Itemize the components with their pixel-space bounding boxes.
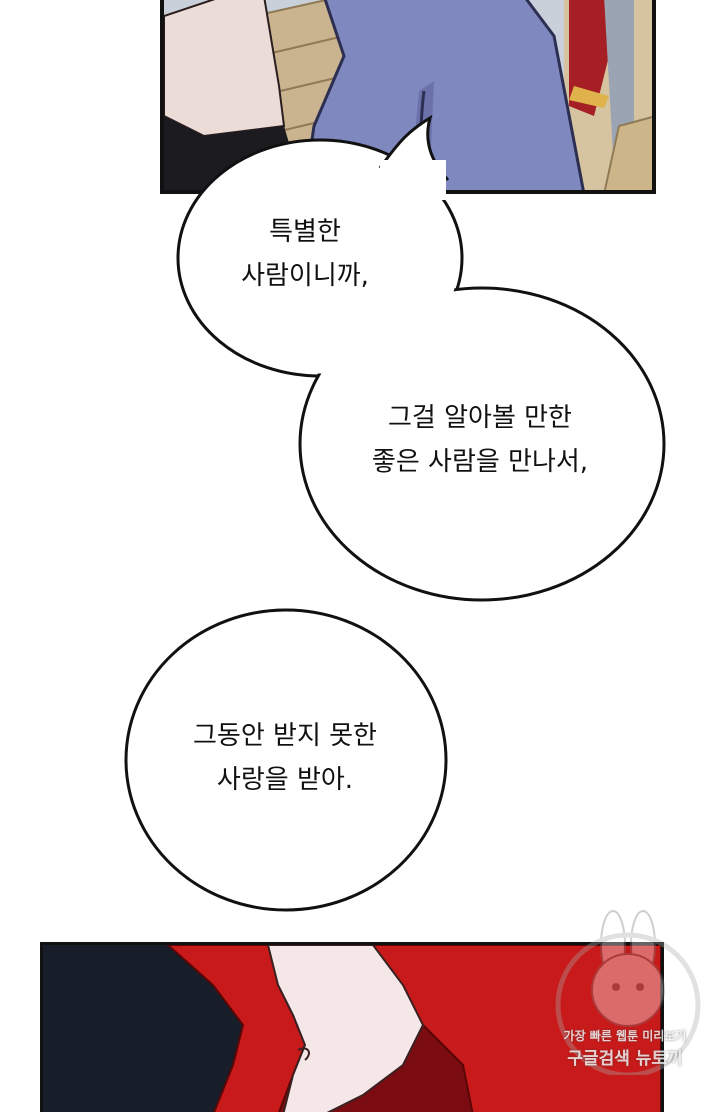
speech-line: 사랑을 받아. xyxy=(216,765,354,795)
top-panel-illustration xyxy=(164,0,652,190)
bookshelf xyxy=(564,0,652,190)
blue-coat-figure xyxy=(303,0,585,190)
speech-text-3: 그동안 받지 못한 사랑을 받아. xyxy=(130,714,440,802)
speech-line: 그동안 받지 못한 xyxy=(193,721,377,751)
bottom-comic-panel xyxy=(40,942,664,1112)
watermark-text-line2: 구글검색 뉴토끼 xyxy=(567,1049,683,1069)
speech-line: 사람이니까, xyxy=(241,261,369,291)
bunny-watermark-logo xyxy=(555,910,701,1075)
speech-text-1: 특별한 사람이니까, xyxy=(180,210,430,298)
top-comic-panel xyxy=(160,0,656,194)
speech-text-2: 그걸 알아볼 만한 좋은 사람을 만나서, xyxy=(320,396,640,484)
speech-line: 좋은 사람을 만나서, xyxy=(371,447,589,477)
face xyxy=(266,945,425,1112)
watermark-text-line1: 가장 빠른 웹툰 미리보기 xyxy=(563,1029,687,1043)
bottom-panel-illustration xyxy=(43,945,661,1112)
speech-line: 그걸 알아볼 만한 xyxy=(388,403,572,433)
speech-line: 특별한 xyxy=(269,217,341,247)
